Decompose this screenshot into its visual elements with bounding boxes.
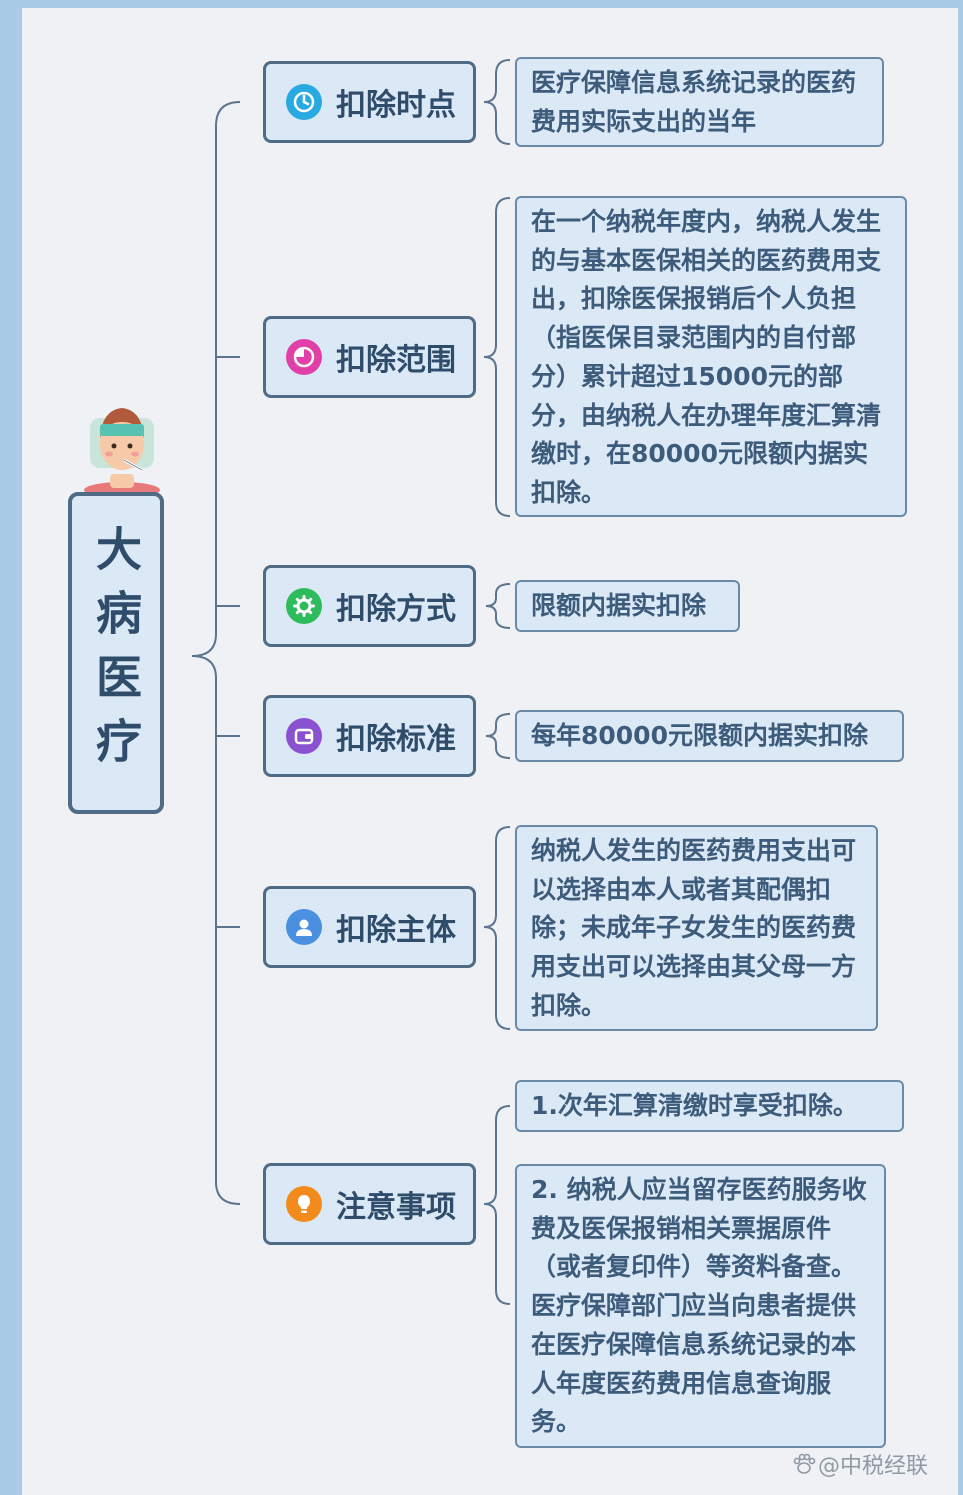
detail-deduction-standard: 每年80000元限额内据实扣除 (515, 710, 904, 762)
gear-icon (286, 588, 322, 624)
branch-label: 扣除方式 (336, 592, 456, 627)
pie-chart-icon (286, 339, 322, 375)
branch-deduction-subject: 扣除主体 (263, 886, 476, 968)
wallet-icon (286, 718, 322, 754)
branch-notes: 注意事项 (263, 1163, 476, 1245)
watermark: @中税经联 (792, 1448, 928, 1480)
branch-label: 扣除主体 (336, 913, 456, 948)
detail-note-2: 2. 纳税人应当留存医药服务收费及医保报销相关票据原件（或者复印件）等资料备查。… (515, 1164, 886, 1448)
detail-deduction-scope: 在一个纳税年度内，纳税人发生的与基本医保相关的医药费用支出，扣除医保报销后个人负… (515, 196, 907, 517)
root-node: 大病医疗 (68, 492, 164, 814)
detail-deduction-time: 医疗保障信息系统记录的医药费用实际支出的当年 (515, 57, 884, 147)
branch-deduction-scope: 扣除范围 (263, 316, 476, 398)
branch-label: 扣除范围 (336, 343, 456, 378)
branch-deduction-standard: 扣除标准 (263, 695, 476, 777)
watermark-text: @中税经联 (818, 1454, 929, 1479)
detail-deduction-subject: 纳税人发生的医药费用支出可以选择由本人或者其配偶扣除；未成年子女发生的医药费用支… (515, 825, 878, 1031)
paw-icon (793, 1453, 816, 1474)
sick-person-avatar (84, 408, 160, 496)
branch-label: 扣除标准 (336, 722, 456, 757)
lightbulb-icon (286, 1186, 322, 1222)
root-title: 大病医疗 (89, 525, 143, 781)
branch-label: 扣除时点 (336, 88, 456, 123)
detail-note-1: 1.次年汇算清缴时享受扣除。 (515, 1080, 904, 1132)
branch-deduction-time: 扣除时点 (263, 61, 476, 143)
detail-deduction-method: 限额内据实扣除 (515, 580, 740, 632)
branch-deduction-method: 扣除方式 (263, 565, 476, 647)
clock-icon (286, 84, 322, 120)
branch-label: 注意事项 (336, 1190, 456, 1225)
user-icon (286, 909, 322, 945)
